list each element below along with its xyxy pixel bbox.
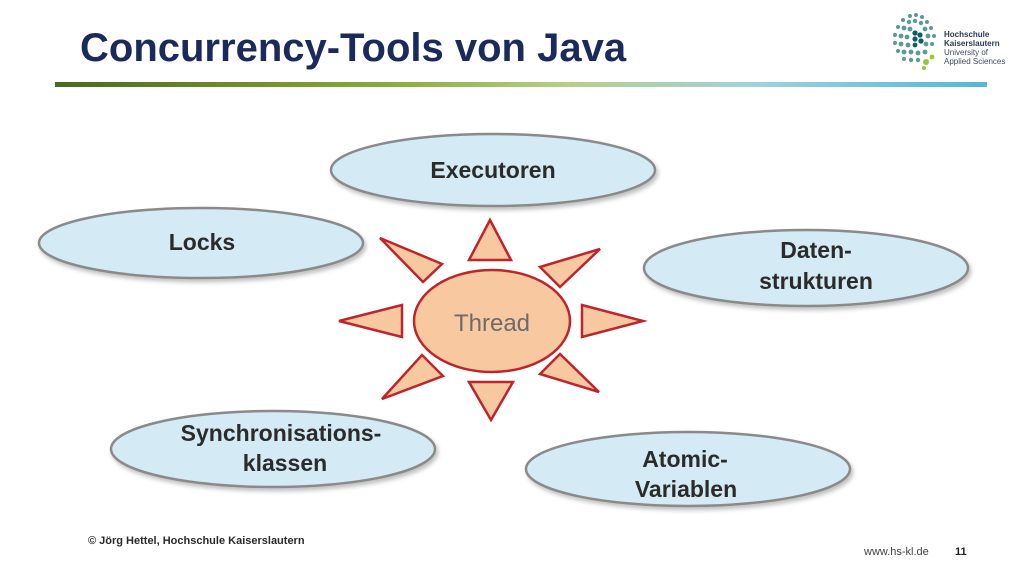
- sun-ray-right: [580, 303, 648, 339]
- footer-copyright: © Jörg Hettel, Hochschule Kaiserslautern: [88, 535, 305, 547]
- node-locks: [37, 206, 365, 280]
- sun-ray-left: [338, 303, 404, 339]
- sun-ray-upper-left: [379, 236, 445, 284]
- label-atomic-variablen-line2: Variablen: [635, 476, 737, 502]
- title-divider: [55, 82, 987, 87]
- label-locks: Locks: [169, 229, 235, 255]
- label-synchronisationsklassen-line1: Synchronisations-: [181, 420, 382, 446]
- logo-text: Hochschule Kaiserslautern University of …: [944, 30, 1005, 66]
- node-atomic-variablen: [524, 430, 852, 508]
- footer-url[interactable]: www.hs-kl.de: [864, 546, 929, 558]
- logo-line-2: Kaiserslautern: [944, 39, 1000, 48]
- node-synchronisationsklassen: [109, 409, 437, 489]
- page-number: 11: [955, 546, 967, 558]
- university-logo: Hochschule Kaiserslautern University of …: [888, 10, 1008, 72]
- label-datenstrukturen-line1: Daten-: [780, 237, 852, 263]
- node-datenstrukturen: [642, 228, 970, 308]
- hs-kl-dot-logo-icon: [893, 13, 936, 70]
- sun-ray-top: [466, 217, 514, 262]
- thread-center-node: [412, 268, 572, 374]
- label-synchronisationsklassen-line2: klassen: [243, 450, 327, 476]
- logo-line-1: Hochschule: [944, 30, 990, 39]
- node-executoren: [329, 132, 657, 208]
- sun-ray-upper-right: [537, 247, 601, 289]
- sun-ray-bottom: [466, 380, 516, 423]
- label-thread: Thread: [454, 310, 530, 337]
- logo-line-3: University of: [944, 48, 989, 57]
- label-datenstrukturen-line2: strukturen: [759, 268, 873, 294]
- slide-title: Concurrency-Tools von Java: [80, 26, 627, 70]
- label-executoren: Executoren: [430, 157, 555, 183]
- sun-ray-lower-right: [537, 352, 600, 394]
- logo-line-4: Applied Sciences: [944, 57, 1006, 66]
- sun-ray-lower-left: [381, 353, 446, 401]
- label-atomic-variablen-line1: Atomic-: [642, 446, 728, 472]
